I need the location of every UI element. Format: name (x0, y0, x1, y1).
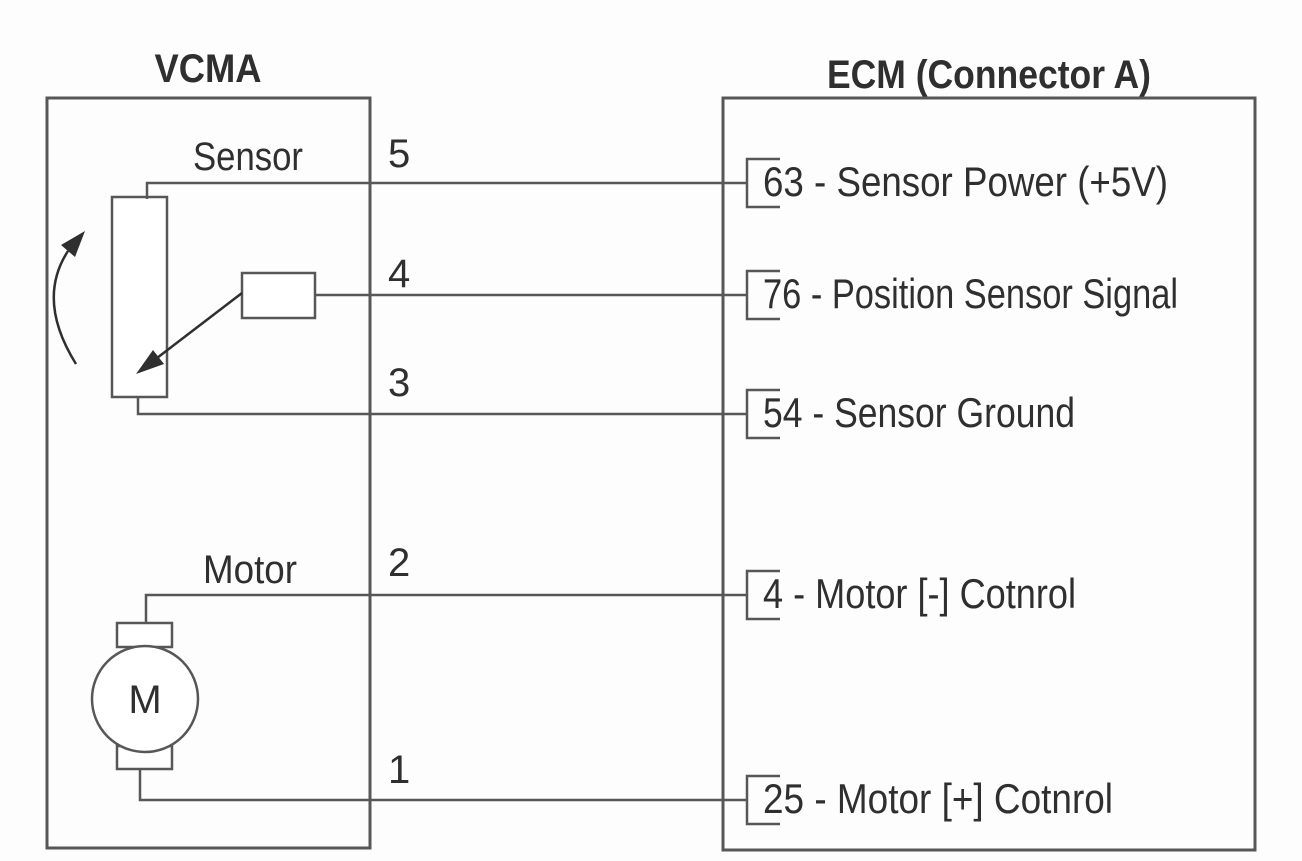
wire-pin1-to-25 (138, 768, 747, 802)
wire-pin5-to-63 (145, 181, 747, 199)
ecm-pin-brackets (745, 157, 780, 826)
motor-symbol: M (128, 678, 161, 722)
rotation-arrowhead-icon (61, 231, 85, 257)
ecm-pin-label-54: 54 - Sensor Ground (763, 389, 1075, 436)
ecm-pin-label-4: 4 - Motor [-] Cotnrol (763, 570, 1076, 617)
vcma-pin-numbers: 5 4 3 2 1 (388, 132, 410, 792)
vcma-pin-number-3: 3 (388, 361, 410, 405)
potentiometer-body (110, 195, 169, 399)
ecm-pin-labels: 63 - Sensor Power (+5V) 76 - Position Se… (763, 158, 1178, 822)
potentiometer-wiper-terminal (240, 271, 317, 320)
ecm-box (721, 96, 1257, 852)
ecm-pin-label-76: 76 - Position Sensor Signal (763, 270, 1178, 317)
vcma-title: VCMA (155, 47, 262, 91)
pin-bracket-54 (745, 388, 780, 440)
rotation-arrow-arc (52, 250, 78, 365)
wiper-arrow-line (156, 292, 243, 359)
wire-pin2-to-4 (144, 593, 747, 624)
vcma-pin-number-2: 2 (388, 541, 410, 585)
pin-bracket-76 (745, 269, 780, 321)
vcma-pin-number-5: 5 (388, 132, 410, 176)
ecm-pin-label-25: 25 - Motor [+] Cotnrol (763, 775, 1113, 822)
ecm-title: ECM (Connector A) (827, 53, 1151, 97)
vcma-pin-number-1: 1 (388, 748, 410, 792)
sensor-label: Sensor (193, 135, 303, 179)
vcma-box (45, 96, 372, 850)
wires (136, 181, 747, 802)
wiper-arrowhead-icon (136, 350, 164, 374)
pin-bracket-63 (745, 157, 780, 209)
ecm-pin-label-63: 63 - Sensor Power (+5V) (763, 158, 1168, 205)
vcma-pin-number-4: 4 (388, 252, 410, 296)
pin-bracket-4 (745, 569, 780, 621)
wire-pin3-to-54 (136, 396, 747, 416)
motor-body (90, 644, 200, 754)
motor-terminal-top (115, 621, 174, 649)
pin-bracket-25 (745, 774, 780, 826)
motor-label: Motor (203, 548, 297, 592)
